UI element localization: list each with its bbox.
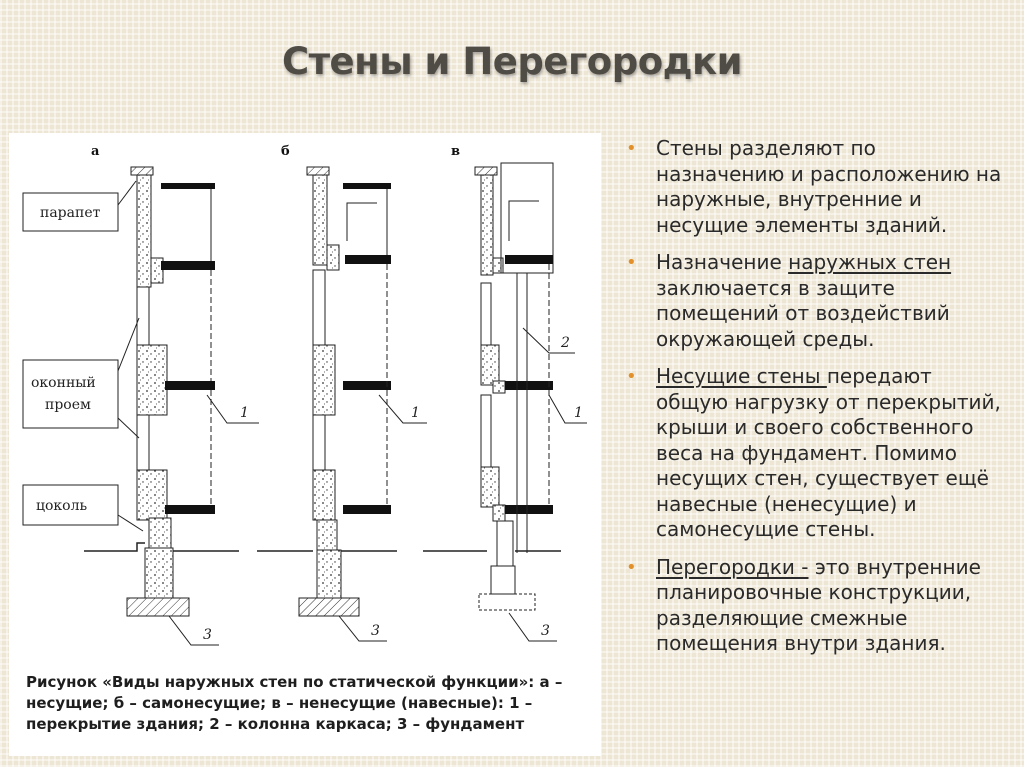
label-window-opening: оконный проем: [22, 317, 140, 439]
label-plinth: цоколь: [22, 484, 144, 532]
callout-1-a: 1: [240, 405, 249, 421]
label-parapet-text: парапет: [40, 205, 101, 221]
bullet-item: • Стены разделяют по назначению и распол…: [622, 136, 1002, 238]
bullet-text-rest: это внутренние планировочные конструкции…: [656, 554, 981, 656]
wall-types-diagram: а б в: [22, 144, 587, 646]
panel-letter-b: б: [281, 144, 290, 159]
label-window-line2: проем: [45, 397, 91, 413]
wall-section-b: [257, 166, 397, 617]
panel-letter-a: а: [91, 144, 100, 159]
callout-3-a: 3: [203, 627, 212, 643]
figure-panel: а б в: [9, 133, 601, 756]
slide-title: Стены и Перегородки: [281, 40, 743, 83]
bullet-dot-icon: •: [626, 138, 637, 159]
label-parapet: парапет: [22, 180, 137, 232]
bullet-item: • Перегородки - это внутренние планирово…: [622, 555, 1002, 657]
callout-1-v: 1: [574, 405, 583, 421]
bullet-item: • Назначение наружных стен заключается в…: [622, 250, 1002, 352]
label-window-line1: оконный: [31, 375, 96, 391]
bullet-underlined: наружных стен: [788, 250, 952, 274]
bullet-list: • Стены разделяют по назначению и распол…: [622, 136, 1002, 669]
label-plinth-text: цоколь: [36, 498, 88, 514]
bullet-dot-icon: •: [626, 252, 637, 273]
wall-section-a: [84, 166, 239, 617]
panel-letter-v: в: [451, 144, 460, 159]
bullet-dot-icon: •: [626, 556, 637, 578]
figure-caption: Рисунок «Виды наружных стен по статическ…: [26, 673, 563, 733]
bullet-item: • Несущие стены передают общую нагрузку …: [622, 364, 1002, 543]
bullet-dot-icon: •: [626, 366, 637, 387]
bullet-text: Стены разделяют по назначению и располож…: [656, 136, 1002, 237]
bullet-underlined: Перегородки -: [656, 554, 809, 579]
callout-3-b: 3: [371, 623, 380, 639]
bullet-text-rest: передают общую нагрузку от перекрытий, к…: [656, 364, 1001, 541]
wall-section-v: [423, 162, 561, 611]
bullet-text-rest: заключается в защите помещений от воздей…: [656, 275, 950, 351]
callout-3-v: 3: [541, 623, 550, 639]
callout-1-b: 1: [411, 405, 420, 421]
callout-2-v: 2: [560, 335, 570, 351]
bullet-text: Назначение: [656, 250, 789, 274]
bullet-underlined: Несущие стены: [656, 364, 827, 388]
